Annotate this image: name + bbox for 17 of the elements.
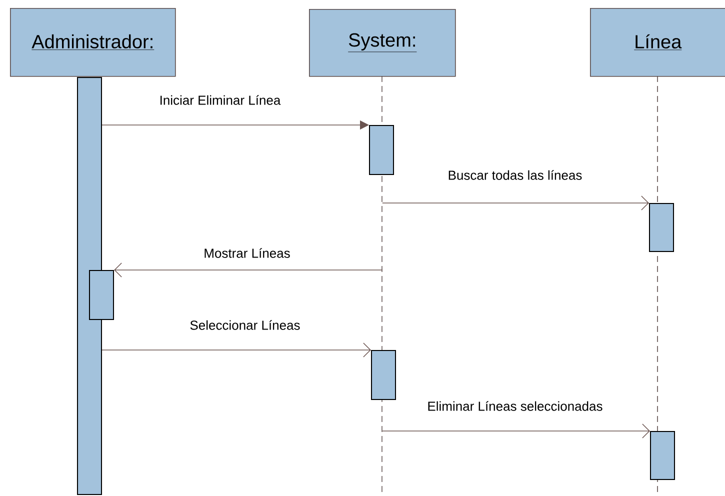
object-box: System: bbox=[309, 9, 456, 77]
activation-bar bbox=[649, 203, 674, 252]
message-arrow bbox=[114, 262, 383, 278]
message-arrow bbox=[382, 424, 650, 438]
edge-label: Eliminar Líneas seleccionadas bbox=[426, 400, 604, 412]
edge-label: Buscar todas las líneas bbox=[446, 169, 584, 181]
object-box: Administrador: bbox=[10, 8, 176, 77]
edge-label: Iniciar Eliminar Línea bbox=[158, 94, 282, 106]
object-box: Línea bbox=[590, 8, 725, 77]
message-arrow bbox=[382, 196, 649, 210]
activation-bar bbox=[650, 431, 675, 480]
message-arrow bbox=[102, 342, 371, 358]
edge-label: Mostrar Líneas bbox=[202, 247, 292, 259]
activation-bar bbox=[369, 125, 394, 175]
activation-bar bbox=[371, 350, 396, 400]
activation-bar bbox=[89, 270, 114, 320]
edge-label: Seleccionar Líneas bbox=[188, 319, 302, 331]
